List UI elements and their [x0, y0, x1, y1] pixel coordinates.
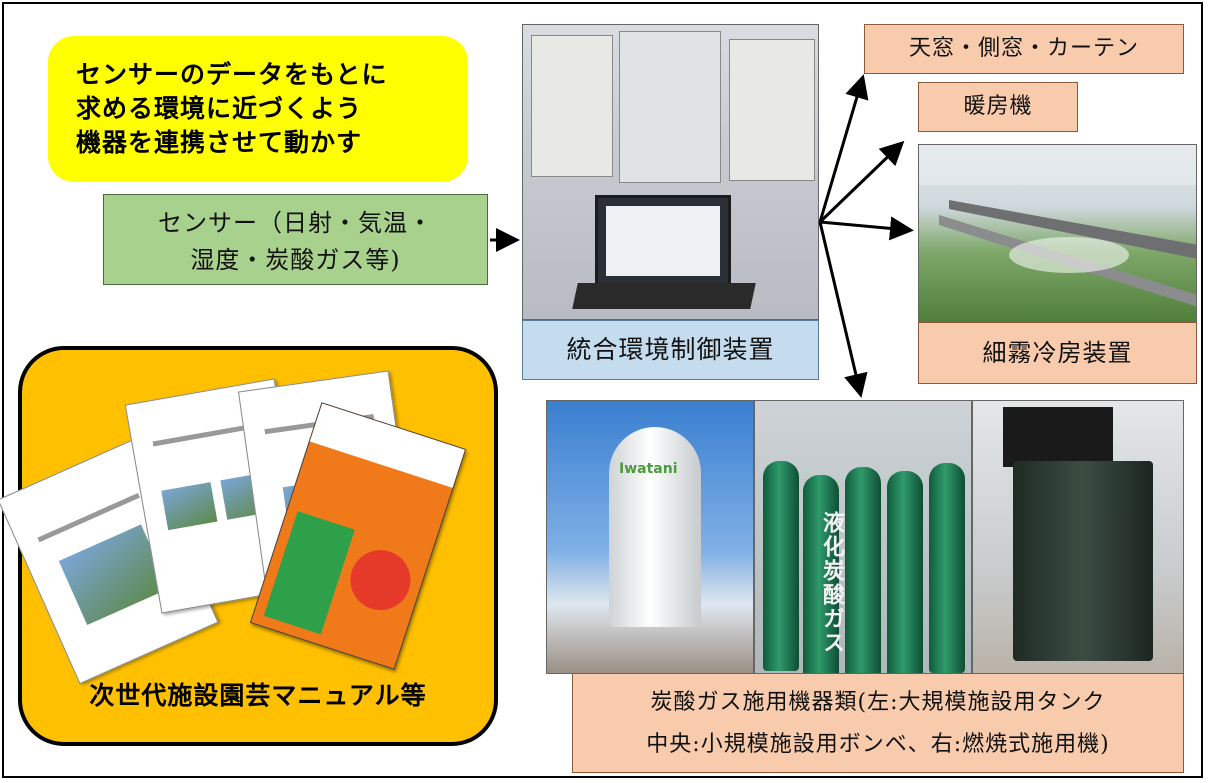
control-panel-left: [531, 35, 613, 177]
co2-tank: [609, 427, 701, 627]
co2-cylinders-photo: 液化炭酸ガス: [754, 400, 972, 674]
arrow-to-windows: [818, 74, 869, 223]
co2-tank-photo: Iwatani: [546, 400, 754, 674]
laptop-screen: [595, 195, 731, 287]
gas-cylinder: [763, 461, 799, 671]
arrow-to-heater: [818, 140, 905, 224]
sensor-note-box: センサーのデータをもとに 求める環境に近づくよう 機器を連携させて動かす: [48, 36, 468, 182]
gas-cylinder: [929, 463, 965, 673]
co2-equipment-label-line: 中央:小規模施設用ボンベ、右:燃焼式施用機): [646, 732, 1110, 757]
heater-label: 暖房機: [918, 82, 1078, 132]
manual-title: 次世代施設園芸マニュアル等: [89, 681, 427, 710]
manual-box: [0, 346, 498, 746]
co2-burner-photo: [972, 400, 1184, 674]
arrow-to-co2: [818, 221, 868, 398]
sensor-note-line: 機器を連携させて動かす: [76, 128, 363, 157]
sensor-box-line: センサー（日射・気温・: [158, 209, 433, 237]
co2-equipment-label-line: 炭酸ガス施用機器類(左:大規模施設用タンク: [650, 690, 1106, 715]
control-panel-center: [619, 31, 721, 183]
cylinder-label-text: 液化炭酸ガス: [819, 511, 844, 655]
tank-brand-logo: Iwatani: [619, 461, 678, 477]
gas-cylinder: [845, 467, 881, 673]
co2-equipment-label: 炭酸ガス施用機器類(左:大規模施設用タンク 中央:小規模施設用ボンベ、右:燃焼式…: [572, 673, 1184, 773]
control-panel-right: [729, 39, 815, 181]
arrow-to-mist: [819, 216, 914, 241]
co2-burner-unit: [1013, 461, 1153, 661]
gas-cylinder: [803, 475, 839, 673]
sensor-box-line: 湿度・炭酸ガス等): [190, 246, 401, 274]
controller-photo: [522, 24, 819, 320]
gas-cylinder: [887, 471, 923, 673]
windows-curtain-label: 天窓・側窓・カーテン: [864, 24, 1184, 74]
sensor-note-line: センサーのデータをもとに: [76, 60, 388, 89]
mist-cooling-label: 細霧冷房装置: [918, 322, 1197, 384]
burner-hood: [1003, 407, 1113, 467]
sensor-box: センサー（日射・気温・ 湿度・炭酸ガス等): [103, 194, 488, 285]
mist-cooling-photo: [918, 144, 1197, 323]
controller-label: 統合環境制御装置: [522, 320, 819, 380]
sensor-note-line: 求める環境に近づくよう: [76, 94, 363, 123]
mist-pipe-drawing: [919, 145, 1196, 307]
